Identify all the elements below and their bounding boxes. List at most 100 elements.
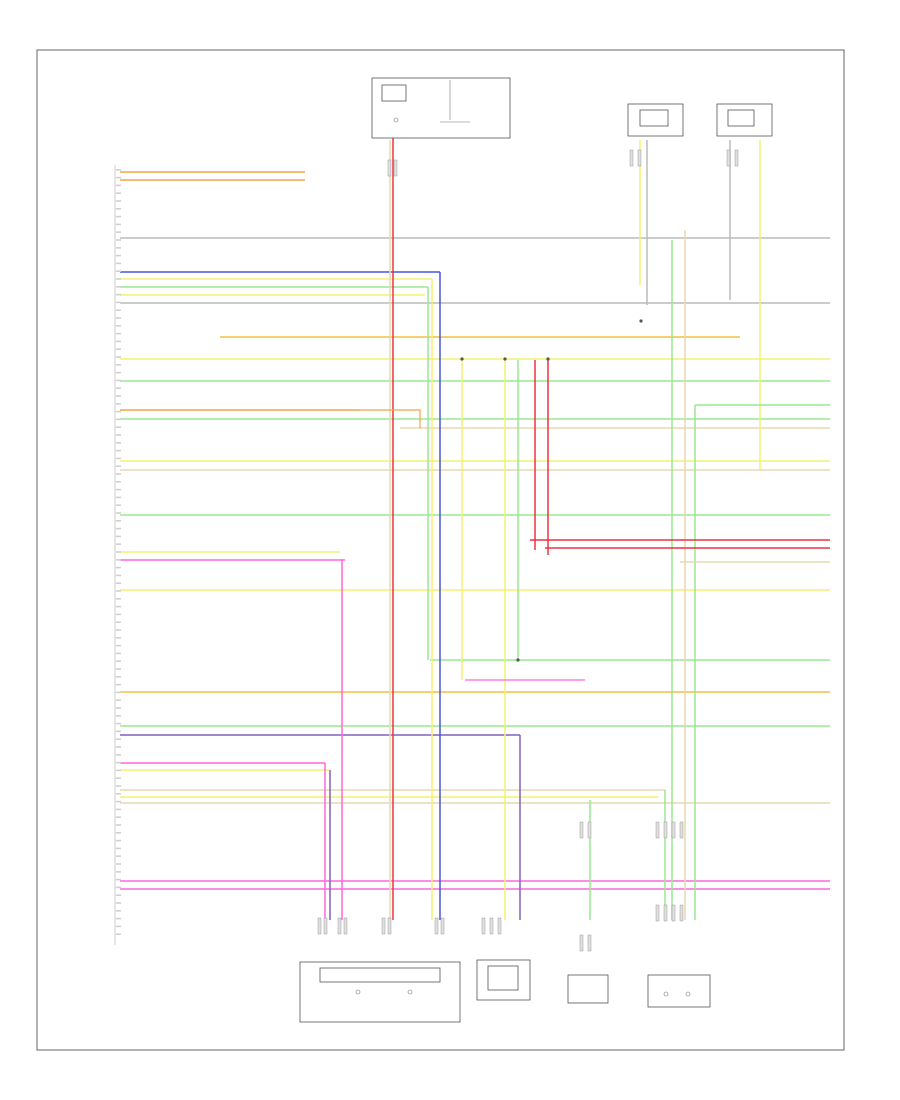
connector-pin bbox=[116, 465, 121, 467]
connector-pin bbox=[116, 746, 121, 748]
connector-pin-cluster bbox=[671, 904, 676, 922]
connector-pin bbox=[116, 839, 121, 842]
splice-dot bbox=[639, 319, 643, 323]
connector-pin bbox=[116, 348, 121, 350]
connector-pin bbox=[116, 364, 121, 366]
splice-dot bbox=[460, 357, 464, 361]
bottom-sensor-pressure bbox=[476, 959, 531, 1001]
connector-pin bbox=[116, 902, 121, 904]
connector-pin bbox=[116, 761, 121, 764]
connector-pin bbox=[116, 371, 121, 374]
connector-pin bbox=[116, 754, 121, 756]
connector-pin bbox=[116, 247, 121, 249]
relay-box-top bbox=[371, 77, 511, 139]
connector-pin bbox=[116, 722, 121, 725]
connector-pin bbox=[116, 410, 121, 413]
connector-pin bbox=[116, 621, 121, 623]
connector-pin bbox=[116, 738, 121, 740]
connector-pin-cluster bbox=[387, 917, 392, 935]
connector-pin bbox=[116, 169, 121, 171]
connector-pin bbox=[116, 668, 121, 670]
connector-pin bbox=[116, 582, 121, 584]
connector-pin-cluster bbox=[481, 917, 486, 935]
bottom-sensor-resistor bbox=[567, 974, 609, 1004]
connector-pin-cluster bbox=[663, 904, 668, 922]
connector-pin bbox=[116, 551, 121, 553]
splice-dot bbox=[503, 357, 507, 361]
connector-pin-cluster bbox=[679, 904, 684, 922]
connector-pin bbox=[116, 800, 121, 803]
connector-pin-cluster bbox=[337, 917, 342, 935]
connector-pin bbox=[116, 496, 121, 499]
wire-layer bbox=[120, 138, 830, 920]
connector-pin bbox=[116, 910, 121, 912]
connector-pin bbox=[116, 481, 121, 483]
bottom-motor-module bbox=[647, 974, 711, 1008]
connector-pin bbox=[116, 816, 121, 818]
connector-pin bbox=[116, 379, 121, 382]
connector-pin-cluster bbox=[637, 149, 642, 167]
connector-pin bbox=[116, 520, 121, 522]
connector-pin bbox=[116, 184, 121, 187]
connector-pin bbox=[116, 340, 121, 343]
connector-pin bbox=[116, 293, 121, 296]
connector-pin bbox=[116, 442, 121, 444]
connector-pin bbox=[116, 878, 121, 881]
connector-pin-cluster bbox=[587, 821, 592, 839]
connector-pin bbox=[116, 332, 121, 335]
connector-pin-cluster bbox=[440, 917, 445, 935]
connector-pin bbox=[116, 730, 121, 733]
connector-pin bbox=[116, 286, 121, 288]
connector-pin-cluster bbox=[579, 821, 584, 839]
connector-pin bbox=[116, 832, 121, 834]
connector-pin bbox=[116, 894, 121, 896]
connector-pin bbox=[116, 434, 121, 436]
connector-pin bbox=[116, 629, 121, 631]
connector-pin bbox=[116, 239, 121, 241]
connector-pin bbox=[116, 543, 121, 545]
connector-pin-cluster bbox=[734, 149, 739, 167]
connector-pin bbox=[116, 933, 121, 935]
connector-pin bbox=[116, 660, 121, 662]
wire-orange-jog bbox=[360, 409, 421, 428]
connector-pin-cluster bbox=[655, 821, 660, 839]
connector-pin-cluster bbox=[679, 821, 684, 839]
connector-pin bbox=[116, 808, 121, 811]
connector-pin bbox=[116, 652, 121, 655]
connector-pin bbox=[116, 785, 121, 787]
connector-pin bbox=[116, 426, 121, 428]
connector-pin bbox=[116, 278, 121, 280]
connector-pin bbox=[116, 387, 121, 389]
connector-pin bbox=[116, 863, 121, 865]
connector-pin-cluster bbox=[434, 917, 439, 935]
connector-pin-cluster bbox=[629, 149, 634, 167]
connector-pin bbox=[116, 676, 121, 678]
connector-pin bbox=[116, 504, 121, 506]
connector-pin-cluster bbox=[726, 149, 731, 167]
connector-pin bbox=[116, 262, 121, 265]
fuel-tank-sensor-2 bbox=[716, 103, 773, 137]
connector-pin bbox=[116, 559, 121, 561]
connector-pin bbox=[116, 176, 121, 179]
connector-pin bbox=[116, 512, 121, 514]
connector-pin bbox=[116, 449, 121, 452]
connector-pin bbox=[116, 598, 121, 600]
connector-pin bbox=[116, 793, 121, 795]
connector-pin-cluster bbox=[587, 934, 592, 952]
connector-pin bbox=[116, 644, 121, 647]
connector-pin bbox=[116, 715, 121, 717]
connector-pin-cluster bbox=[655, 904, 660, 922]
connector-pin bbox=[116, 707, 121, 709]
connector-pin bbox=[116, 527, 121, 530]
connector-pin-cluster bbox=[387, 159, 392, 177]
connector-pin bbox=[116, 395, 121, 397]
connector-pin-cluster bbox=[489, 917, 494, 935]
connector-pin bbox=[116, 254, 121, 257]
connector-pin bbox=[116, 769, 121, 772]
connector-pin-cluster bbox=[579, 934, 584, 952]
connector-pin bbox=[116, 403, 121, 405]
connector-pin-cluster bbox=[671, 821, 676, 839]
connector-pin-cluster bbox=[393, 159, 398, 177]
bottom-module-left bbox=[299, 961, 461, 1023]
